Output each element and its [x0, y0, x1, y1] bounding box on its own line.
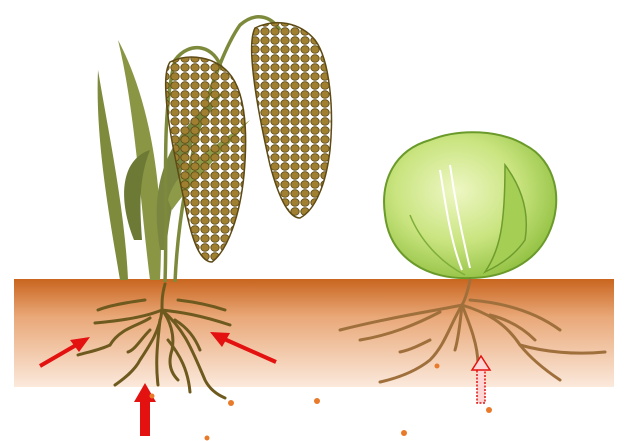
soil-layer [14, 279, 614, 387]
millet-plant [98, 17, 332, 282]
millet-panicle [252, 23, 332, 218]
lettuce-plant [384, 132, 556, 278]
bottom-solid-arrow [134, 383, 156, 436]
millet-leaf [98, 70, 128, 280]
lettuce-head [384, 132, 556, 278]
